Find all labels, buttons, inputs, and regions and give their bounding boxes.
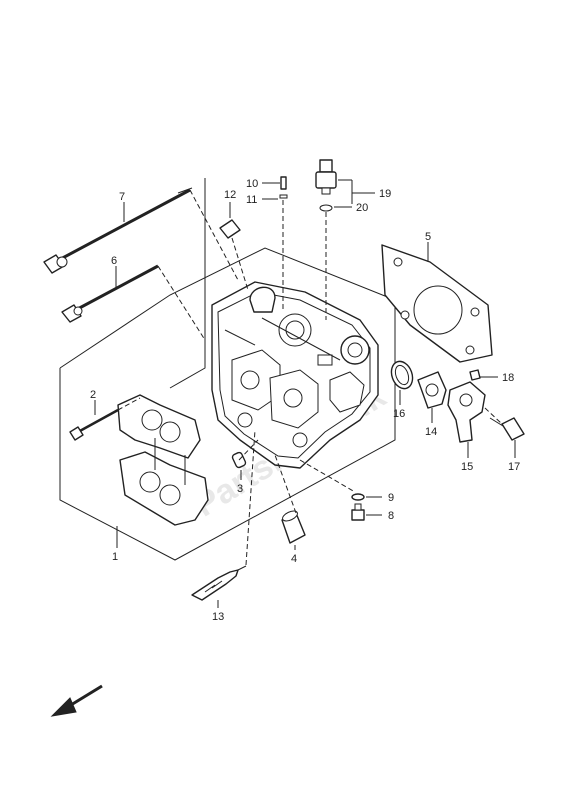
leader-lines — [94, 179, 516, 608]
label-part-2: 2 — [90, 389, 96, 401]
spark-plug[interactable] — [191, 565, 247, 601]
cylinder-head-gasket[interactable] — [381, 244, 493, 363]
label-part-11: 11 — [246, 194, 257, 206]
sealing-washer[interactable] — [351, 493, 365, 501]
label-part-20: 20 — [356, 202, 368, 214]
label-part-15: 15 — [461, 461, 473, 473]
head-bolt[interactable] — [61, 264, 159, 323]
label-part-13: 13 — [212, 611, 224, 623]
thermostat[interactable] — [417, 371, 447, 409]
hose-fitting[interactable] — [489, 417, 525, 441]
housing-bolt[interactable] — [469, 369, 481, 381]
thermostat-housing[interactable] — [447, 381, 486, 443]
label-part-14: 14 — [425, 426, 437, 438]
label-part-4: 4 — [291, 553, 297, 565]
thermostat-o-ring[interactable] — [388, 358, 416, 391]
label-part-5: 5 — [425, 231, 431, 243]
label-part-7: 7 — [119, 191, 125, 203]
label-part-9: 9 — [388, 492, 394, 504]
label-part-12: 12 — [224, 189, 236, 201]
label-part-18: 18 — [502, 372, 514, 384]
head-bolt-long[interactable] — [43, 187, 193, 274]
camshaft-holder[interactable] — [117, 394, 209, 526]
label-part-10: 10 — [246, 178, 258, 190]
label-part-3: 3 — [237, 483, 243, 495]
breather-nipple[interactable] — [279, 176, 288, 199]
label-part-8: 8 — [388, 510, 394, 522]
cylinder-head[interactable] — [211, 281, 379, 469]
label-part-16: 16 — [393, 408, 405, 420]
spark-plug-sleeve[interactable] — [281, 509, 306, 544]
label-part-17: 17 — [508, 461, 520, 473]
label-part-19: 19 — [379, 188, 391, 200]
label-part-1: 1 — [112, 551, 118, 563]
label-part-6: 6 — [111, 255, 117, 267]
holder-bolt[interactable] — [69, 408, 119, 441]
part-labels: 1 2 3 4 5 6 7 8 9 10 11 12 13 14 15 16 1… — [90, 178, 520, 623]
guide-lines — [117, 178, 297, 514]
temperature-sensor[interactable] — [315, 159, 337, 212]
dowel-pin-top[interactable] — [219, 219, 241, 239]
union-bolt[interactable] — [351, 503, 365, 521]
front-direction-arrow-icon — [50, 684, 103, 717]
